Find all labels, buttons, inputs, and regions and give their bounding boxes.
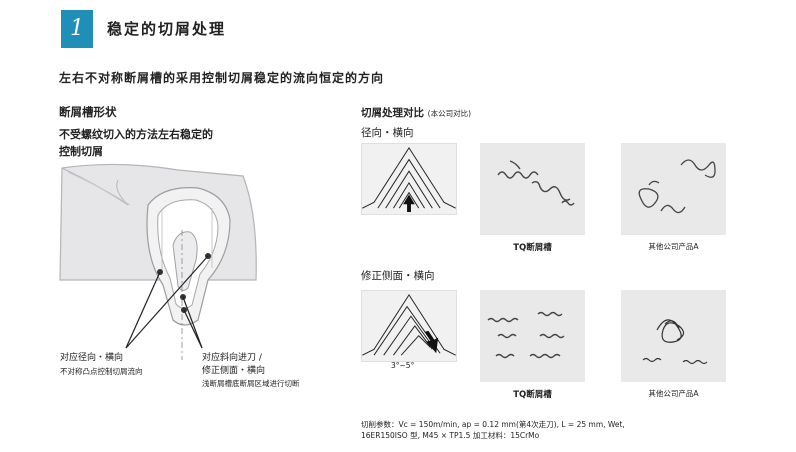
caption-tq-row1: TQ断屑槽 — [513, 243, 552, 253]
caption-tq-row2: TQ断屑槽 — [513, 390, 552, 400]
other-chip-photo-row1 — [621, 143, 726, 235]
cutting-parameters-line1: 切削参数：Vc = 150m/min, ap = 0.12 mm(第4次走刀),… — [361, 420, 625, 429]
label-radial-note: 不对称凸点控制切屑流向 — [60, 367, 143, 376]
cutting-parameters-line2: 16ER150ISO 型, M45 × TP1.5 加工材料：15CrMo — [361, 431, 540, 440]
label-oblique-line1: 对应斜向进刀 / — [202, 353, 262, 363]
label-radial: 对应径向・横向 — [60, 353, 124, 363]
cutting-parameters: 切削参数：Vc = 150m/min, ap = 0.12 mm(第4次走刀),… — [361, 419, 625, 441]
angle-label: 3°~5° — [391, 361, 415, 370]
chip-comparison-note: (本公司对比) — [427, 109, 472, 118]
tq-chip-photo-row2 — [480, 290, 585, 382]
modified-flank-schematic — [361, 290, 457, 362]
page-title: 稳定的切屑处理 — [107, 20, 227, 38]
chipbreaker-shape-heading: 断屑槽形状 — [59, 105, 117, 119]
section-subtitle: 左右不对称断屑槽的采用控制切屑稳定的流向恒定的方向 — [59, 71, 385, 85]
tq-chip-photo-row1 — [480, 143, 585, 235]
caption-other-row2: 其他公司产品A — [648, 389, 699, 398]
chip-comparison-heading: 切屑处理对比 (本公司对比) — [361, 105, 471, 120]
label-oblique-note: 浅断屑槽底断屑区域进行切断 — [202, 379, 300, 388]
radial-infeed-schematic — [361, 143, 457, 215]
chipbreaker-shape-description: 不受螺纹切入的方法左右稳定的控制切屑 — [59, 128, 213, 158]
chip-comparison-title: 切屑处理对比 — [361, 107, 424, 119]
row2-label: 修正侧面・横向 — [361, 270, 435, 282]
row1-label: 径向・横向 — [361, 127, 414, 139]
other-chip-photo-row2 — [621, 290, 726, 382]
section-number-badge: 1 — [61, 10, 93, 48]
caption-other-row1: 其他公司产品A — [648, 242, 699, 251]
label-oblique-line2: 修正侧面・横向 — [202, 366, 266, 376]
chipbreaker-diagram — [59, 163, 257, 360]
